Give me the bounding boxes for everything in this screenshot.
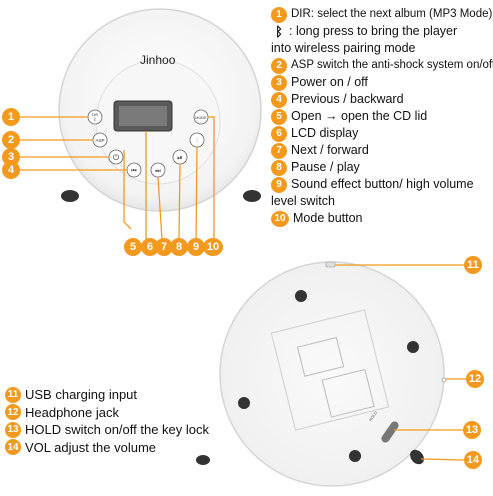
callout-10: 10 xyxy=(203,238,223,256)
usb-port[interactable] xyxy=(325,261,336,268)
battery-cover-1 xyxy=(296,336,345,377)
bluetooth-icon: ᛒ xyxy=(275,24,283,39)
asp-label: ASP xyxy=(95,138,104,143)
player-back: HOLD xyxy=(196,261,466,487)
legend-item-10: 10 Mode button xyxy=(271,210,491,227)
legend-num: 1 xyxy=(271,6,287,23)
legend-item-9-cont: level switch xyxy=(271,193,491,210)
legend-item-bluetooth-cont: into wireless pairing mode xyxy=(271,40,491,57)
callout-11: 11 xyxy=(464,256,482,274)
legend-text: DIR: select the next album (MP3 Mode) xyxy=(291,8,493,20)
legend-text: USB charging input xyxy=(25,387,138,402)
callout-14: 14 xyxy=(464,451,482,469)
legend-num: 5 xyxy=(271,108,287,125)
legend-text: Open → open the CD lid xyxy=(291,109,428,123)
callout-1: 1 xyxy=(2,108,20,126)
mode-label: MODE xyxy=(195,116,207,120)
rubber-foot-3 xyxy=(238,397,250,409)
legend-text: Mode button xyxy=(293,211,363,225)
callout-2: 2 xyxy=(2,131,20,149)
callout-7: 7 xyxy=(155,238,173,256)
legend-item-5: 5 Open → open the CD lid xyxy=(271,108,491,125)
player-back-body xyxy=(219,261,445,487)
legend-text: Sound effect button/ high volume xyxy=(291,177,474,191)
legend-num: 2 xyxy=(271,57,287,74)
headphone-jack[interactable] xyxy=(441,377,447,383)
legend-text: : long press to bring the player xyxy=(289,24,458,38)
callout-9: 9 xyxy=(187,238,205,256)
legend-num: 12 xyxy=(5,404,21,421)
foot-bottom-left xyxy=(196,455,210,465)
legend-item-8: 8 Pause / play xyxy=(271,159,491,176)
legend-text: VOL adjust the volume xyxy=(25,439,157,455)
hold-label: HOLD xyxy=(368,410,379,422)
legend-item-9: 9 Sound effect button/ high volume xyxy=(271,176,491,193)
legend-item-11: 11 USB charging input xyxy=(5,386,225,404)
rubber-foot-4 xyxy=(349,450,361,462)
legend-text: level switch xyxy=(271,194,335,208)
battery-cover-2 xyxy=(321,368,375,418)
legend-num: 10 xyxy=(271,210,289,227)
leader-lines-bottom xyxy=(335,264,466,461)
callout-13: 13 xyxy=(463,421,481,439)
previous-icon: ⏮ xyxy=(131,168,137,175)
foot-right xyxy=(243,190,261,202)
legend-num: 3 xyxy=(271,74,287,91)
legend-num: 13 xyxy=(5,421,21,438)
equalizer-icon: ⫶ xyxy=(196,137,198,145)
legend-num: 6 xyxy=(271,125,287,142)
legend-item-3: 3 Power on / off xyxy=(271,74,491,91)
legend-text: Pause / play xyxy=(291,160,360,174)
leader-lines-top xyxy=(18,116,215,241)
legend-item-7: 7 Next / forward xyxy=(271,142,491,159)
legend-item-1: 1 DIR: select the next album (MP3 Mode) xyxy=(271,6,493,23)
legend-num: 4 xyxy=(271,91,287,108)
lcd-screen xyxy=(119,106,167,126)
legend-text: Previous / backward xyxy=(291,92,404,106)
legend-text: Power on / off xyxy=(291,75,368,89)
legend-item-bluetooth: ᛒ : long press to bring the player xyxy=(271,23,491,40)
callout-5: 5 xyxy=(124,238,142,256)
legend-num: 9 xyxy=(271,176,287,193)
legend-item-13: 13 HOLD switch on/off the key lock xyxy=(5,421,225,439)
play-pause-icon: ⏯ xyxy=(177,154,183,162)
legend-item-4: 4 Previous / backward xyxy=(271,91,491,108)
legend-num: 11 xyxy=(5,386,21,403)
legend-item-2: 2 ASP switch the anti-shock system on/off xyxy=(271,57,493,74)
legend-text: LCD display xyxy=(291,126,359,140)
legend-text: Next / forward xyxy=(291,143,369,157)
legend-item-6: 6 LCD display xyxy=(271,125,491,142)
bluetooth-glyph: ᛒ xyxy=(93,117,96,123)
next-icon: ⏭ xyxy=(155,168,161,175)
dir-label: DIR xyxy=(92,113,99,117)
volume-wheel[interactable] xyxy=(407,447,426,467)
legend-num: 14 xyxy=(5,439,21,456)
legend-text: ASP switch the anti-shock system on/off xyxy=(291,59,493,71)
player-front: Jinhoo DIR ᛒ ASP ⏻ ⏮ ⏭ ⏯ ⫶ MODE xyxy=(18,8,262,241)
foot-left xyxy=(61,190,79,202)
power-icon: ⏻ xyxy=(113,153,120,162)
hold-switch[interactable] xyxy=(380,420,400,444)
callout-4: 4 xyxy=(2,161,20,179)
callout-6: 6 xyxy=(141,238,159,256)
legend-num: 7 xyxy=(271,142,287,159)
brand-logo: Jinhoo xyxy=(140,53,176,67)
legend-top: 1 DIR: select the next album (MP3 Mode) ᛒ… xyxy=(271,6,493,227)
callout-8: 8 xyxy=(170,238,188,256)
callout-12: 12 xyxy=(466,370,484,388)
back-panel xyxy=(270,309,390,431)
legend-num: 8 xyxy=(271,159,287,176)
rubber-foot-2 xyxy=(407,341,419,353)
legend-text: into wireless pairing mode xyxy=(271,41,416,55)
legend-text: Headphone jack xyxy=(25,404,119,420)
rubber-foot-1 xyxy=(295,290,307,302)
legend-text: HOLD switch on/off the key lock xyxy=(25,422,210,437)
